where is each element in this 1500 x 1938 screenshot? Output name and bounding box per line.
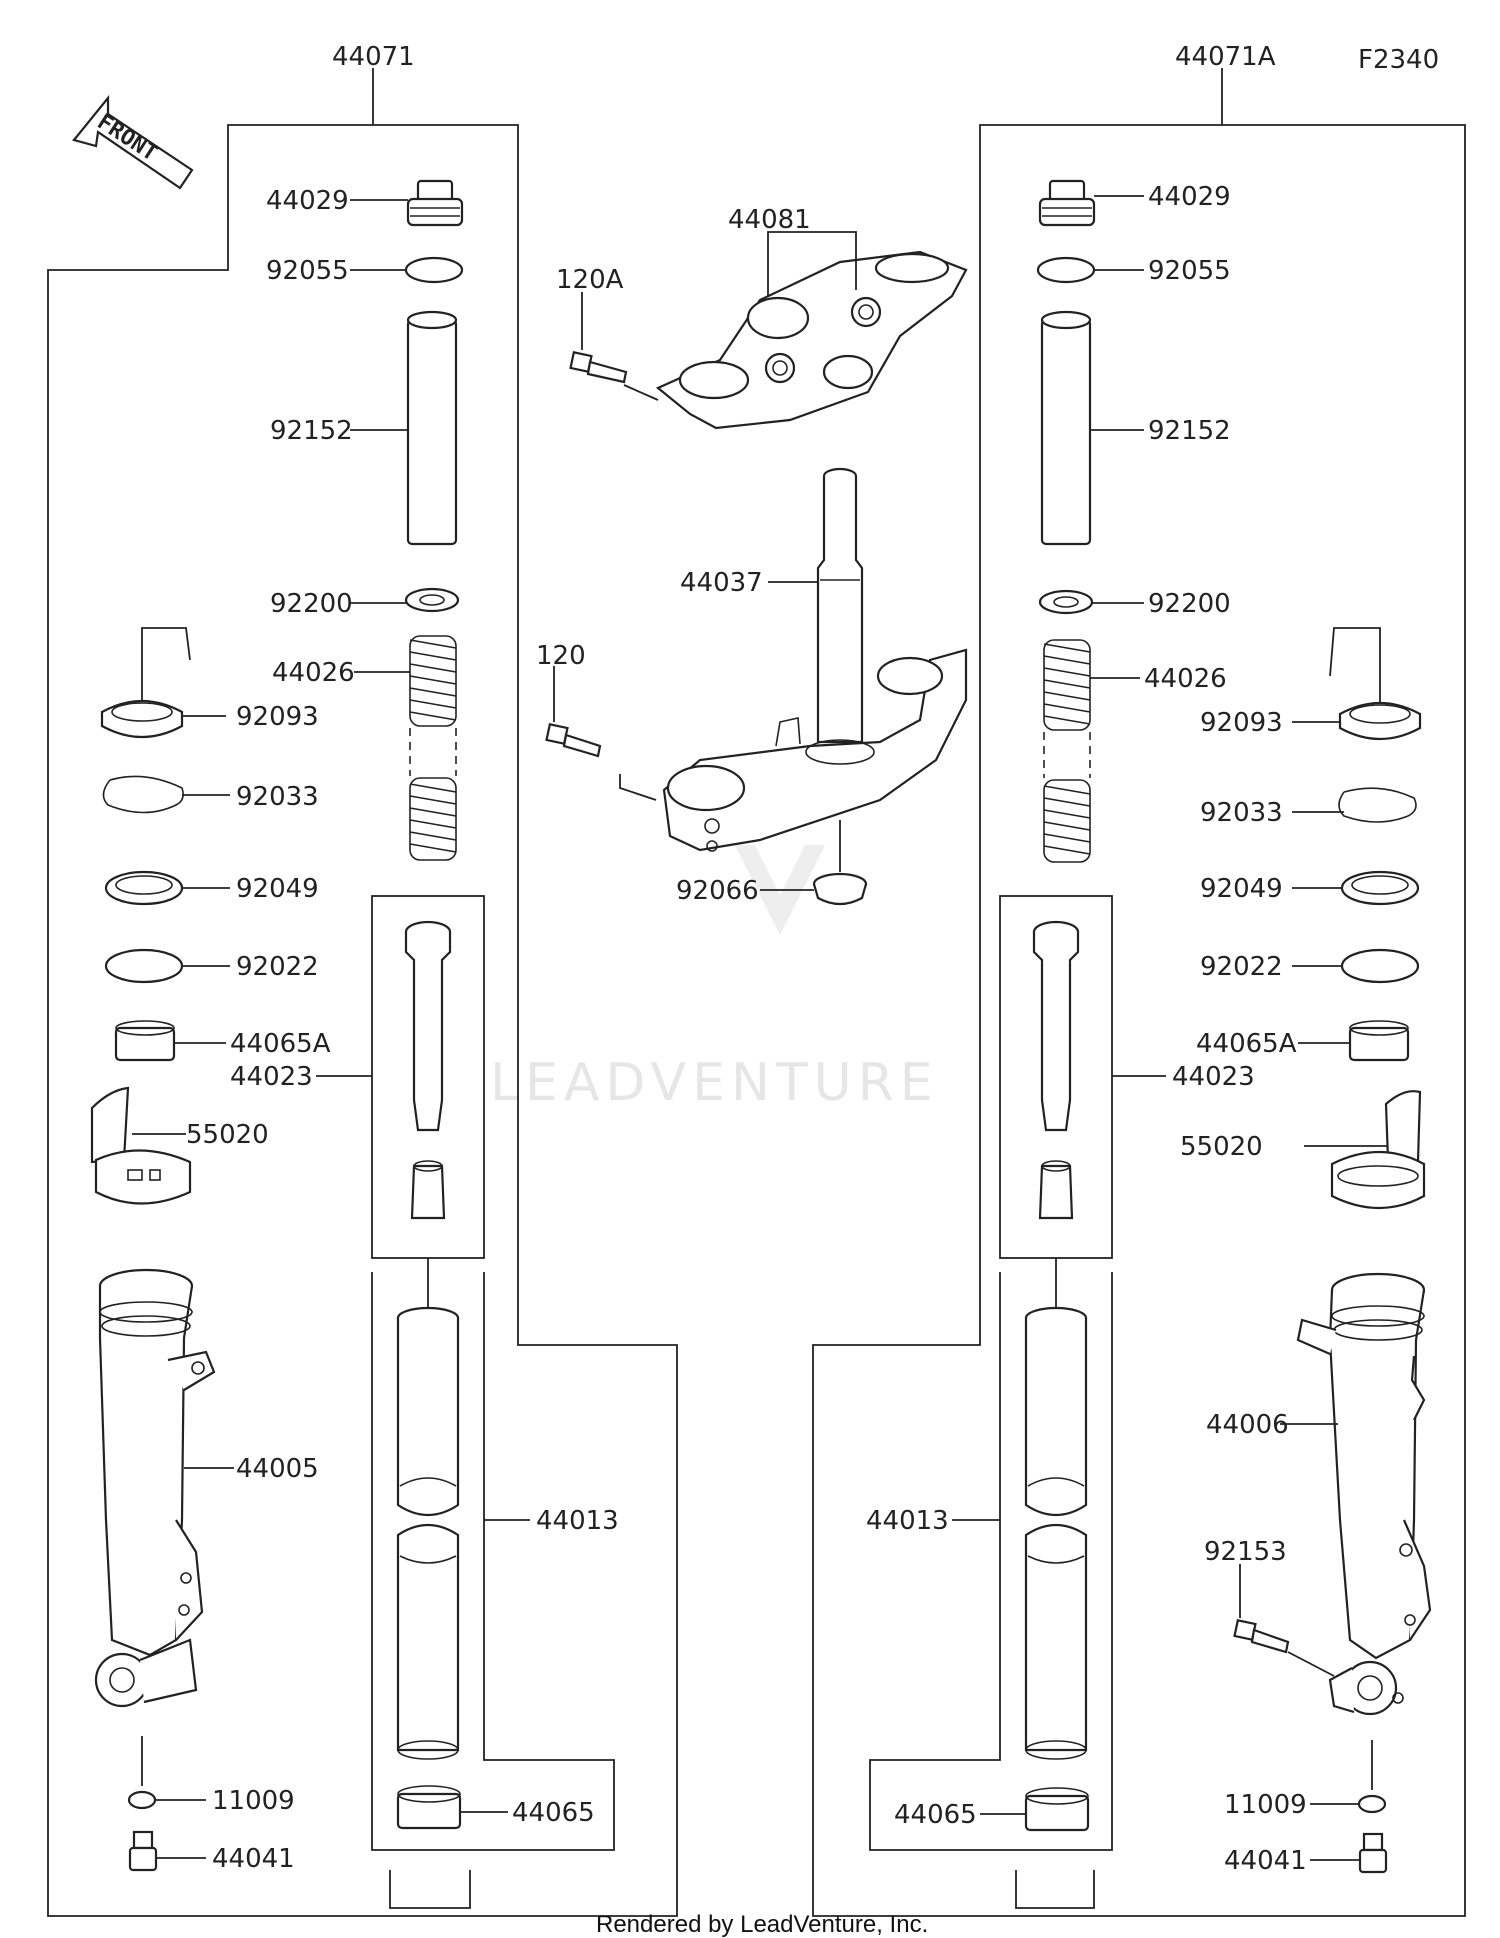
drain-bolt-right <box>1358 1832 1388 1874</box>
washer-right <box>1038 589 1094 615</box>
fork-spring-right <box>1043 639 1091 863</box>
front-arrow-text: FRONT <box>93 110 162 167</box>
outer-tube-left <box>94 1268 216 1708</box>
oil-seal-left <box>104 870 184 906</box>
label-92153-right: 92153 <box>1204 1537 1287 1567</box>
label-92022-left: 92022 <box>236 952 319 982</box>
label-120A: 120A <box>556 265 624 295</box>
label-92152-right: 92152 <box>1148 416 1231 446</box>
label-92055-left: 92055 <box>266 256 349 286</box>
front-arrow: FRONT <box>72 94 194 190</box>
upper-bracket <box>655 250 968 430</box>
right-assembly-label: 44071A <box>1175 42 1276 72</box>
guide-bushing-left <box>396 1785 462 1830</box>
drain-washer-right <box>1357 1794 1387 1814</box>
label-120: 120 <box>536 641 586 671</box>
cylinder-unit-left <box>404 920 452 1220</box>
label-44023-left: 44023 <box>230 1062 313 1092</box>
label-44065-left: 44065 <box>512 1798 595 1828</box>
left-fork: 44029 92055 92152 92200 44026 <box>90 179 619 1909</box>
footer-credit: Rendered by LeadVenture, Inc. <box>596 1911 928 1938</box>
spacer-tube-right <box>1040 310 1092 546</box>
right-assembly-frame <box>812 124 1466 1917</box>
diagram-code: F2340 <box>1358 45 1439 75</box>
label-44029-right: 44029 <box>1148 182 1231 212</box>
label-44026-left: 44026 <box>272 658 355 688</box>
label-44029-left: 44029 <box>266 186 349 216</box>
washer-92022-right <box>1340 948 1420 984</box>
guide-bushing-right <box>1024 1787 1090 1832</box>
cylinder-unit-right <box>1032 920 1080 1220</box>
label-92093-right: 92093 <box>1200 708 1283 738</box>
clamp-bolt-upper <box>569 350 628 384</box>
cap-bolt-left <box>406 179 464 227</box>
label-92049-left: 92049 <box>236 874 319 904</box>
label-44006-right: 44006 <box>1206 1410 1289 1440</box>
label-55020-right: 55020 <box>1180 1132 1263 1162</box>
label-92093-left: 92093 <box>236 702 319 732</box>
snap-ring-left <box>102 775 184 814</box>
label-92066: 92066 <box>676 876 759 906</box>
label-92033-left: 92033 <box>236 782 319 812</box>
axle-bolt-right <box>1233 1618 1290 1654</box>
label-44023-right: 44023 <box>1172 1062 1255 1092</box>
label-44041-right: 44041 <box>1224 1846 1307 1876</box>
label-44041-left: 44041 <box>212 1844 295 1874</box>
label-44037: 44037 <box>680 568 763 598</box>
oil-seal-right <box>1340 870 1420 906</box>
fork-guard-right <box>1330 1090 1426 1210</box>
right-fork: 44029 92055 92152 92200 44026 <box>866 179 1432 1909</box>
label-11009-right: 11009 <box>1224 1790 1307 1820</box>
label-44026-right: 44026 <box>1144 664 1227 694</box>
label-92033-right: 92033 <box>1200 798 1283 828</box>
inner-tube-box-left <box>371 1272 615 1851</box>
outer-tube-right <box>1296 1272 1432 1716</box>
label-92200-right: 92200 <box>1148 589 1231 619</box>
label-92022-right: 92022 <box>1200 952 1283 982</box>
snap-ring-right <box>1338 787 1417 823</box>
stem-lower-bracket <box>662 467 968 852</box>
inner-tube-right <box>1024 1306 1088 1760</box>
drain-washer-left <box>127 1790 157 1810</box>
o-ring-left <box>404 256 464 284</box>
label-11009-left: 11009 <box>212 1786 295 1816</box>
inner-tube-box-right <box>869 1272 1113 1851</box>
steering-parts: 44081 120A 44037 <box>536 205 968 906</box>
spacer-tube-left <box>406 310 458 546</box>
label-44081: 44081 <box>728 205 811 235</box>
slide-bushing-left <box>114 1020 176 1062</box>
o-ring-right <box>1036 256 1096 284</box>
washer-left <box>404 587 460 613</box>
cap-bolt-right <box>1038 179 1096 227</box>
slide-bushing-right <box>1348 1020 1410 1062</box>
left-assembly-frame <box>47 124 678 1917</box>
dust-seal-left <box>100 699 184 739</box>
label-44065-right: 44065 <box>894 1800 977 1830</box>
label-44065A-left: 44065A <box>230 1029 331 1059</box>
dust-seal-right <box>1338 701 1422 741</box>
label-44065A-right: 44065A <box>1196 1029 1297 1059</box>
fork-spring-left <box>409 635 457 861</box>
label-44005-left: 44005 <box>236 1454 319 1484</box>
label-55020-left: 55020 <box>186 1120 269 1150</box>
left-assembly-label: 44071 <box>332 42 415 72</box>
stem-cap <box>812 872 868 906</box>
clamp-bolt-lower <box>545 722 602 758</box>
fork-guard-left <box>90 1086 192 1205</box>
inner-tube-left <box>396 1306 460 1760</box>
label-44013-left: 44013 <box>536 1506 619 1536</box>
label-92049-right: 92049 <box>1200 874 1283 904</box>
label-92055-right: 92055 <box>1148 256 1231 286</box>
watermark-text: LEADVENTURE <box>490 1053 939 1113</box>
drain-bolt-left <box>128 1830 158 1872</box>
label-92200-left: 92200 <box>270 589 353 619</box>
watermark: LEADVENTURE <box>490 845 939 1113</box>
label-44013-right: 44013 <box>866 1506 949 1536</box>
label-92152-left: 92152 <box>270 416 353 446</box>
washer-92022-left <box>104 948 184 984</box>
